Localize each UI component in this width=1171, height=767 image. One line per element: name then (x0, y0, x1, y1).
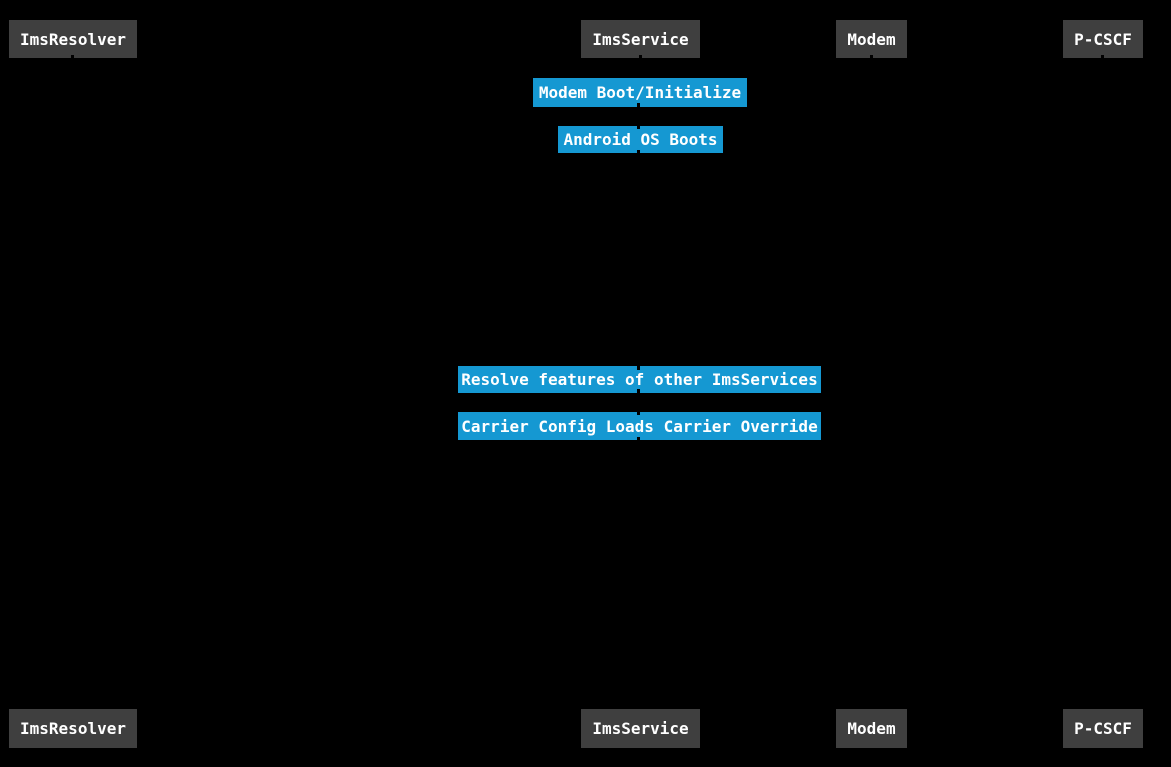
lifeline-tick (71, 705, 74, 712)
lifeline-tick (637, 389, 640, 394)
lifeline-tick (71, 55, 74, 62)
note-resolve-features: Resolve features of other ImsServices (458, 366, 821, 393)
lifeline-tick (1101, 705, 1104, 712)
lifeline-tick (870, 705, 873, 712)
lifeline-tick (637, 410, 640, 415)
lifeline-tick (1101, 55, 1104, 62)
lifeline-tick (639, 55, 642, 62)
lifeline-tick (637, 364, 640, 370)
participant-top-imsservice: ImsService (581, 20, 700, 58)
participant-bottom-modem: Modem (836, 709, 907, 748)
note-carrier-config-override: Carrier Config Loads Carrier Override (458, 412, 821, 440)
lifeline-tick (637, 150, 640, 155)
participant-bottom-imsservice: ImsService (581, 709, 700, 748)
lifeline-tick (637, 103, 640, 108)
lifeline-tick (639, 705, 642, 712)
participant-top-imsresolver: ImsResolver (9, 20, 137, 58)
lifeline-tick (870, 55, 873, 62)
participant-top-pcscf: P-CSCF (1063, 20, 1143, 58)
lifeline-tick (637, 437, 640, 443)
lifeline-tick (637, 124, 640, 129)
participant-top-modem: Modem (836, 20, 907, 58)
participant-bottom-imsresolver: ImsResolver (9, 709, 137, 748)
participant-bottom-pcscf: P-CSCF (1063, 709, 1143, 748)
note-android-os-boots: Android OS Boots (558, 126, 723, 153)
note-modem-boot-initialize: Modem Boot/Initialize (533, 78, 747, 107)
